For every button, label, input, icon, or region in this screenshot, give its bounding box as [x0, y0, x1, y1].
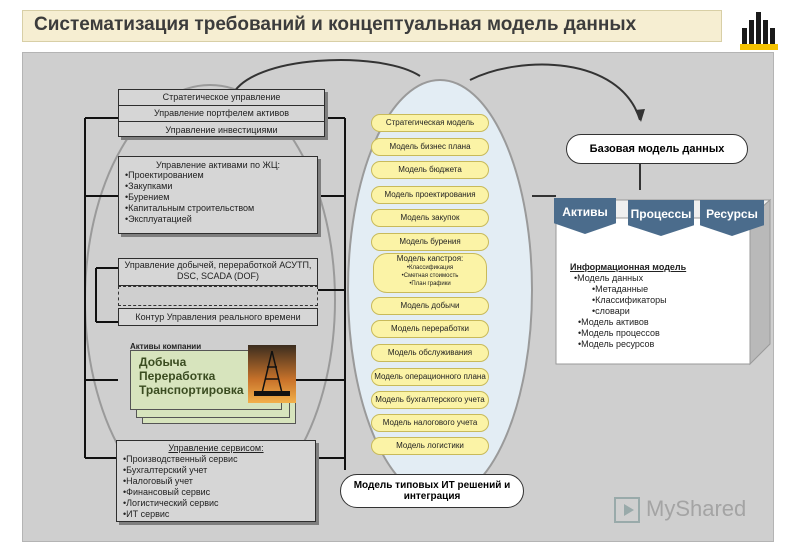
info-model-item: •Модель активов: [578, 317, 649, 327]
model-pill: Стратегическая модель: [371, 114, 489, 132]
capex-item: •Сметная стоимость: [401, 273, 459, 279]
services-item: •Производственный сервис: [123, 454, 238, 464]
info-model-item: •Модель процессов: [578, 328, 660, 338]
services-heading: Управление сервисом:: [168, 443, 264, 453]
model-pill: Модель бюджета: [371, 161, 489, 179]
assets-item: •Эксплуатацией: [125, 214, 192, 224]
dashed-placeholder: [118, 286, 318, 306]
company-assets-label: Активы компании: [130, 342, 202, 351]
model-pill: Модель логистики: [371, 437, 489, 455]
watermark-icon: [614, 497, 640, 523]
info-model-item: •Модель ресурсов: [578, 339, 655, 349]
info-model-sub: •Классификаторы: [592, 295, 667, 305]
assets-item: •Проектированием: [125, 170, 204, 180]
asset-item: Добыча: [139, 355, 187, 369]
production-box: Управление добычей, переработкой АСУТП, …: [118, 258, 318, 286]
strategic-box: Стратегическое управление Управление пор…: [118, 89, 325, 137]
info-model-text: Информационная модель •Модель данных •Ме…: [570, 262, 686, 350]
title-bar: [22, 10, 722, 42]
model-pill: Модель обслуживания: [371, 344, 489, 362]
info-model-sub: •словари: [592, 306, 630, 316]
assets-item: •Капитальным строительством: [125, 203, 255, 213]
model-pill: Модель закупок: [371, 209, 489, 227]
realtime-contour: Контур Управления реального времени: [118, 308, 318, 326]
strategic-item: Управление инвестициями: [165, 125, 278, 135]
assets-item: •Бурением: [125, 192, 170, 202]
typical-it-oval: Модель типовых ИТ решений и интеграция: [340, 474, 524, 508]
model-pill: Модель бурения: [371, 233, 489, 251]
capex-heading: Модель капстроя:: [396, 254, 464, 263]
info-model-item: •Модель данных: [574, 273, 644, 283]
production-heading: Управление добычей, переработкой АСУТП, …: [124, 260, 312, 281]
company-logo: [738, 8, 782, 54]
info-model-sub: •Метаданные: [592, 284, 649, 294]
strategic-item: Управление портфелем активов: [119, 106, 324, 122]
services-item: •Налоговый учет: [123, 476, 193, 486]
asset-item: Транспортировка: [139, 383, 244, 397]
capex-item: •План графики: [409, 281, 451, 287]
model-pill: Модель бизнес плана: [371, 138, 489, 156]
info-model-heading: Информационная модель: [570, 262, 687, 272]
model-pill: Модель операционного плана: [371, 368, 489, 386]
services-item: •Финансовый сервис: [123, 487, 211, 497]
services-item: •Логистический сервис: [123, 498, 219, 508]
model-pill: Модель переработки: [371, 320, 489, 338]
page-title: Систематизация требований и концептуальн…: [34, 14, 637, 35]
watermark-text: MyShared: [646, 496, 747, 521]
model-pill: Модель проектирования: [371, 186, 489, 204]
watermark: MyShared: [612, 492, 772, 526]
capex-item: •Классификация: [406, 265, 454, 271]
capex-model-pill: Модель капстроя: •Классификация •Сметная…: [373, 253, 487, 293]
assets-management-box: Управление активами по ЖЦ: •Проектирован…: [118, 156, 318, 234]
base-data-model-oval: Базовая модель данных: [566, 134, 748, 164]
asset-item: Переработка: [139, 369, 216, 383]
strategic-item: Стратегическое управление: [119, 90, 324, 106]
oil-rig-image: [248, 345, 296, 403]
model-pill: Модель налогового учета: [371, 414, 489, 432]
assets-heading: Управление активами по ЖЦ:: [156, 160, 280, 170]
model-pill: Модель добычи: [371, 297, 489, 315]
model-pill: Модель бухгалтерского учета: [371, 391, 489, 409]
services-item: •Бухгалтерский учет: [123, 465, 208, 475]
assets-item: •Закупками: [125, 181, 173, 191]
services-item: •ИТ сервис: [123, 509, 170, 519]
services-box: Управление сервисом: •Производственный с…: [116, 440, 316, 522]
